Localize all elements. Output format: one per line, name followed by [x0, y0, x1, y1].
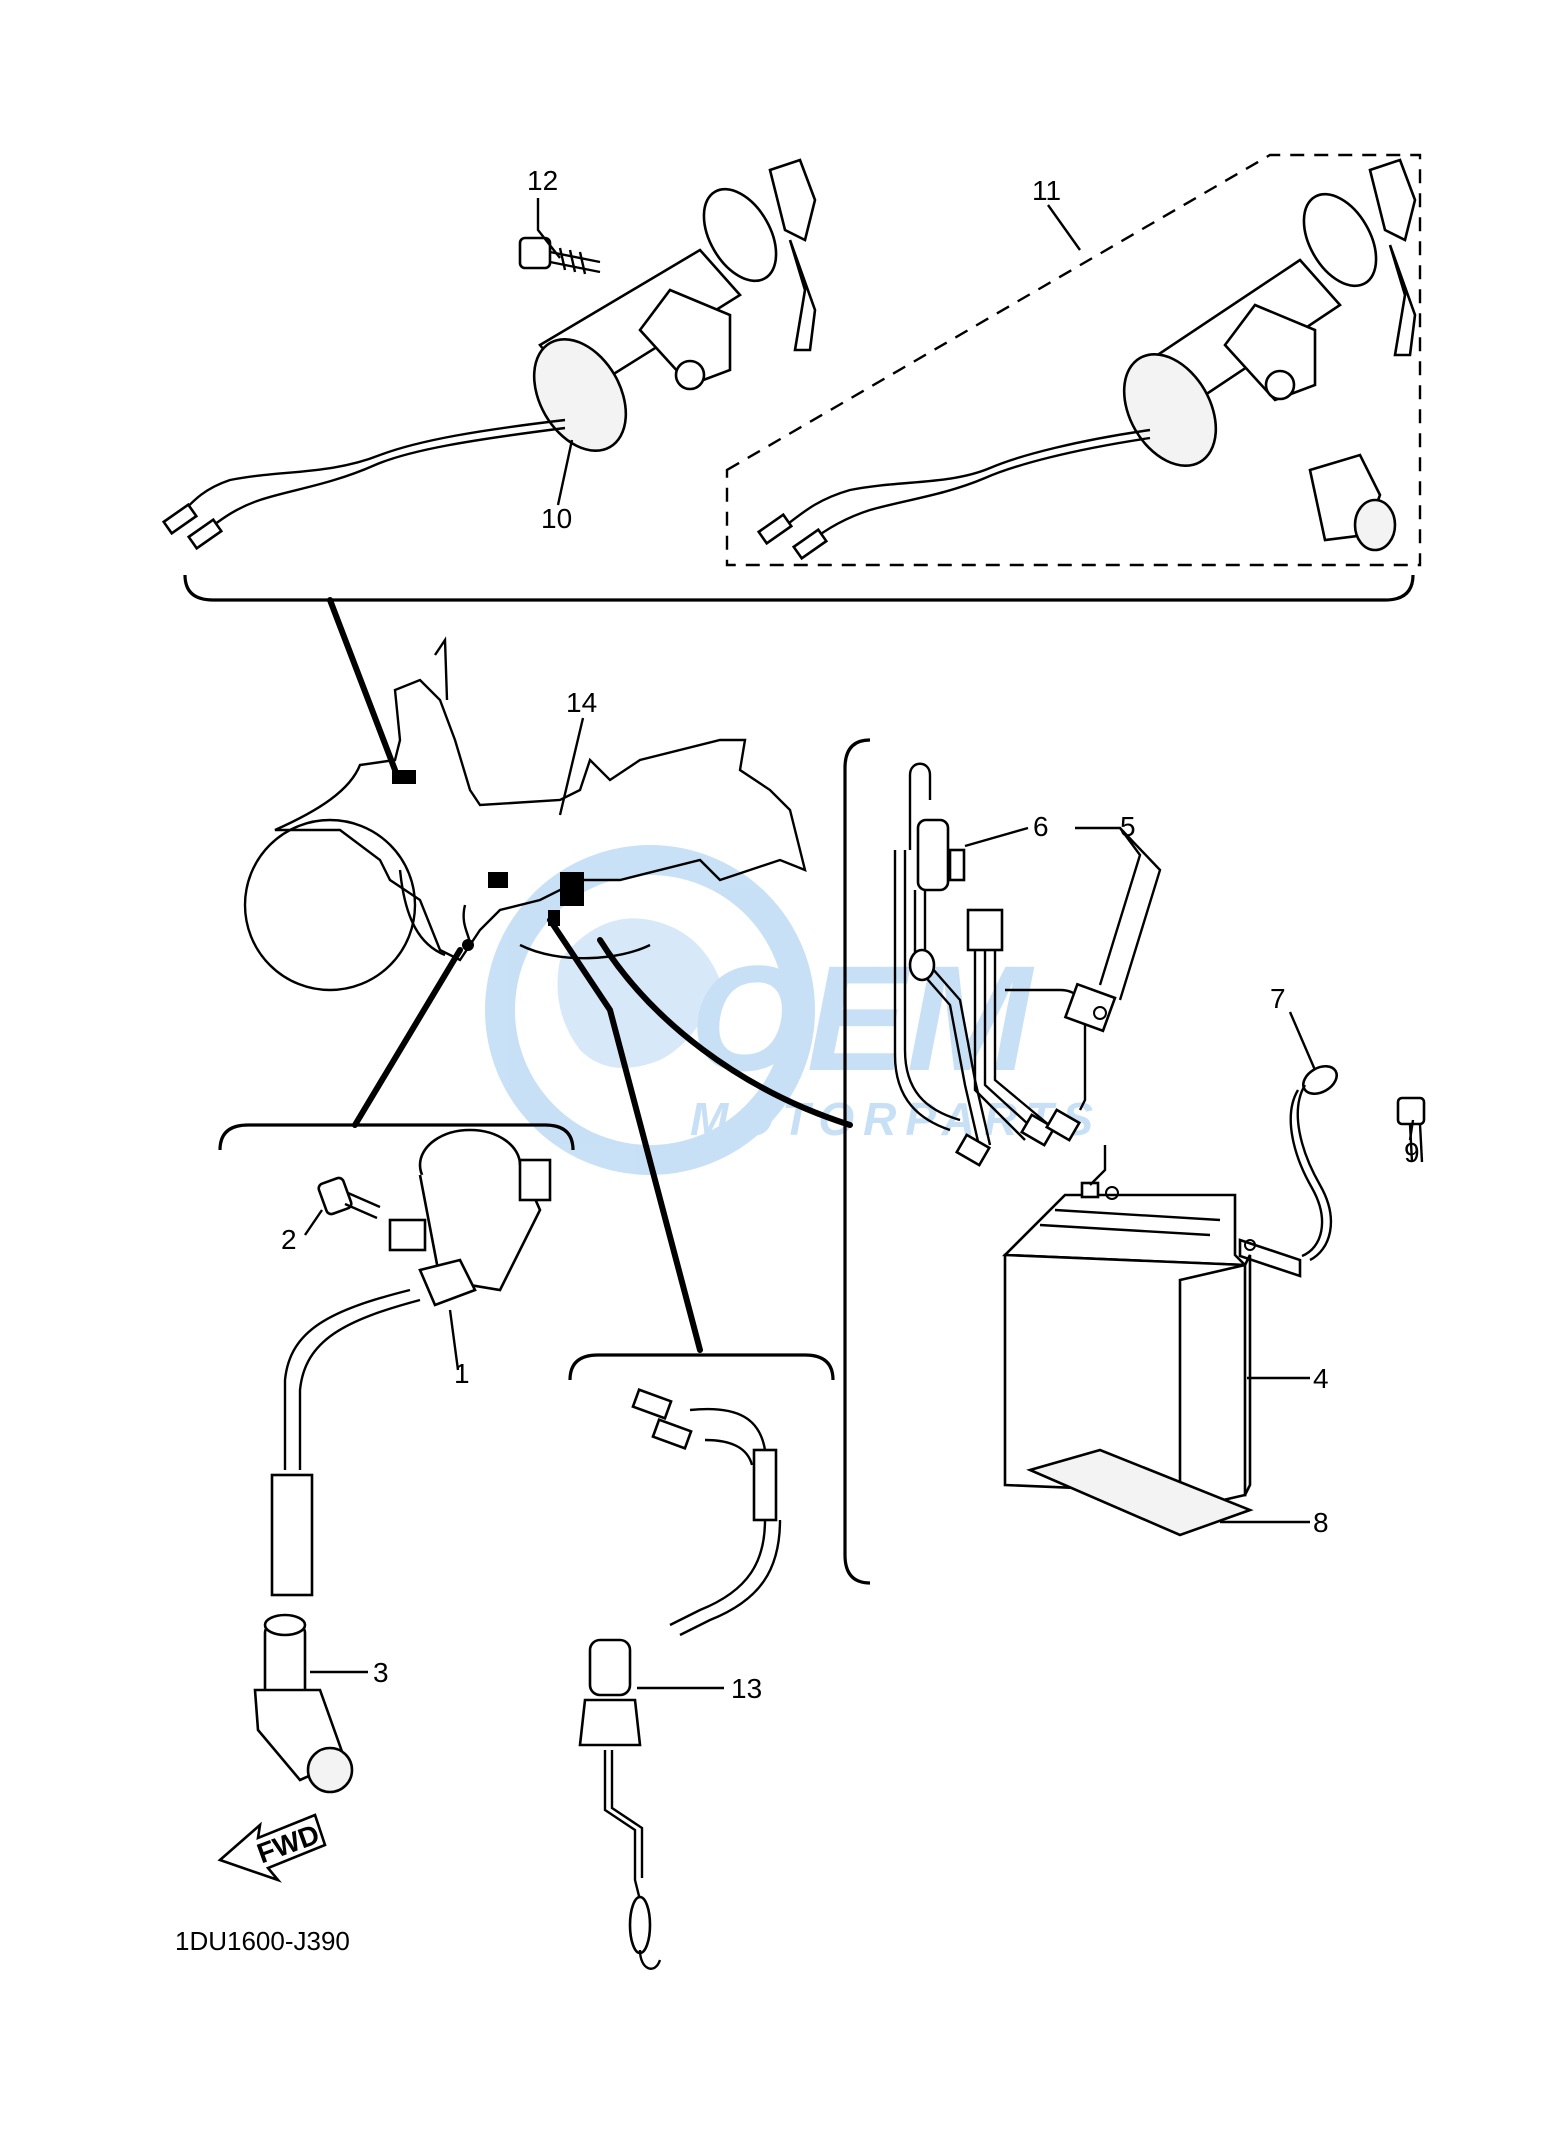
callout-6: 6 [1033, 811, 1049, 842]
bolt-part-2 [317, 1176, 381, 1220]
callout-14: 14 [566, 687, 597, 718]
main-switch-part-10 [161, 158, 817, 551]
main-switch-kit-part-11 [756, 158, 1417, 561]
sensor-part-13 [578, 1388, 782, 1970]
callout-9: 9 [1404, 1137, 1420, 1168]
kit-dashed-box [725, 153, 1422, 567]
callout-leaders [304, 198, 1415, 1690]
ground-wire-part-7 [1238, 1064, 1339, 1278]
battery-group-bracket [843, 738, 871, 1585]
sensor-group-leader [547, 917, 703, 1353]
screw-part-12 [518, 236, 601, 275]
forward-direction-arrow: FWD [217, 1813, 327, 1883]
battery-group-leader [597, 937, 853, 1128]
top-group-bracket [183, 574, 1415, 602]
callout-13: 13 [731, 1673, 762, 1704]
coil-group-bracket [218, 1123, 575, 1151]
plug-cap-sleeve [270, 1473, 314, 1597]
callout-5: 5 [1120, 811, 1136, 842]
callout-8: 8 [1313, 1507, 1329, 1538]
top-group-leader [327, 597, 398, 773]
sensor-group-bracket [568, 1353, 835, 1381]
callout-2: 2 [281, 1224, 297, 1255]
spark-plug-cap-part-3 [253, 1613, 354, 1794]
callout-4: 4 [1313, 1363, 1329, 1394]
fuse-holder-part-6 [893, 762, 992, 1151]
battery-marker [560, 872, 584, 906]
ignition-coil-part-1 [388, 1128, 552, 1307]
watermark: OEM MOTORPARTS [485, 845, 1102, 1175]
callout-7: 7 [1270, 983, 1286, 1014]
callout-10: 10 [541, 503, 572, 534]
high-tension-cord [283, 1288, 411, 1470]
battery-cable-part-5 [954, 908, 1117, 1167]
callout-1: 1 [454, 1358, 470, 1389]
watermark-brand: OEM [690, 934, 1035, 1102]
switch-marker [392, 770, 416, 784]
motorcycle-outline [243, 636, 807, 992]
battery-pad-part-8 [1026, 1448, 1254, 1537]
reference-code: 1DU1600-J390 [175, 1926, 350, 1956]
watermark-sub: MOTORPARTS [690, 1093, 1102, 1145]
callout-3: 3 [373, 1657, 389, 1688]
coil-marker [488, 872, 508, 888]
callout-12: 12 [527, 165, 558, 196]
callout-11: 11 [1032, 175, 1061, 206]
battery-part-4 [1001, 1181, 1252, 1512]
coil-group-leader [352, 947, 463, 1128]
